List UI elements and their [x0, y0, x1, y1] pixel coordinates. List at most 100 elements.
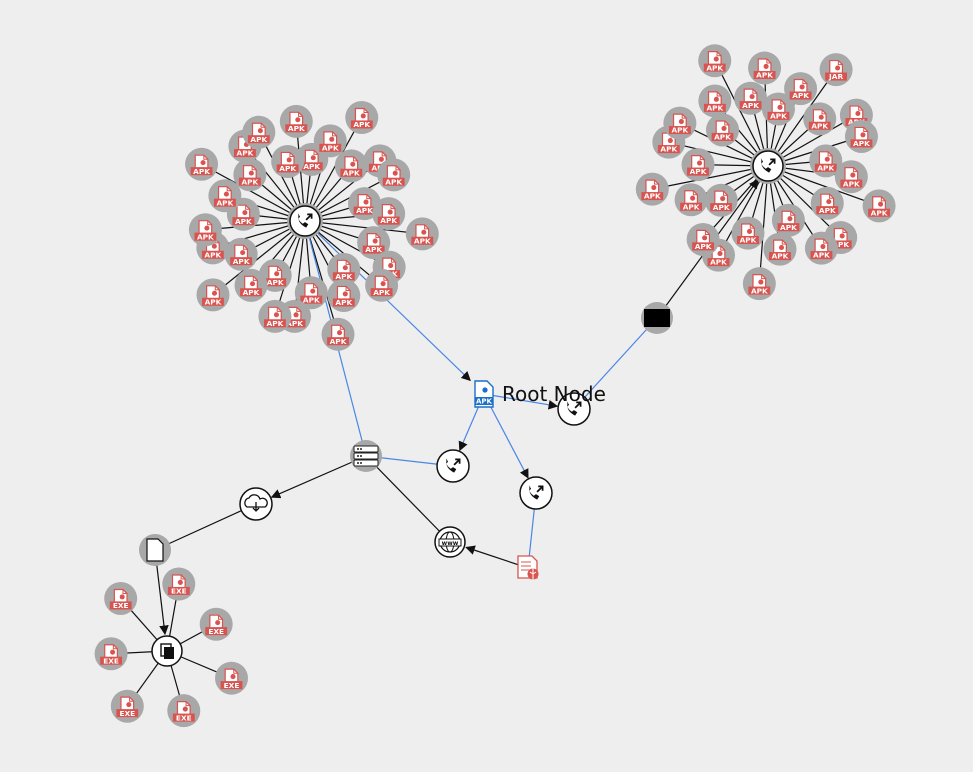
root-node[interactable]: APK Root Node [474, 380, 606, 408]
exe-cluster-leaf[interactable]: EXE [110, 689, 144, 723]
root-node-label: Root Node [502, 382, 606, 406]
file-icon: APK [240, 275, 262, 297]
left-apk-cluster-leaf[interactable]: APK [188, 213, 222, 247]
right-apk-cluster-leaf[interactable]: APK [681, 148, 715, 182]
server-node[interactable] [350, 440, 382, 472]
left-apk-cluster-leaf[interactable]: APK [224, 237, 258, 271]
right-apk-cluster-leaf[interactable]: APK [810, 186, 844, 220]
right-apk-cluster-leaf[interactable]: APK [771, 203, 805, 237]
right-apk-cluster-leaf[interactable]: APK [761, 92, 795, 126]
left-apk-cluster-leaf[interactable]: APK [271, 144, 305, 178]
right-apk-cluster-leaf[interactable]: APK [784, 72, 818, 106]
exe-cluster-leaf[interactable]: EXE [199, 607, 233, 641]
right-apk-cluster-leaf[interactable]: APK [844, 120, 878, 154]
right-hub-node[interactable] [750, 148, 786, 184]
black-box-node[interactable] [641, 302, 673, 334]
file-type-label: EXE [176, 713, 192, 722]
phone-call-icon [297, 213, 313, 228]
left-apk-cluster-leaf[interactable]: APK [405, 217, 439, 251]
left-apk-cluster-leaf[interactable]: APK [357, 226, 391, 260]
left-apk-cluster-leaf[interactable]: APK [233, 158, 267, 192]
left-apk-cluster-leaf[interactable]: APK [196, 278, 230, 312]
left-apk-cluster-leaf[interactable]: APK [208, 179, 242, 213]
exe-cluster-leaf[interactable]: EXE [215, 661, 249, 695]
file-type-label: APK [237, 149, 254, 158]
file-type-label: APK [204, 250, 221, 259]
file-type-label: APK [690, 167, 707, 176]
files-hub-node[interactable] [151, 635, 183, 667]
file-type-label: APK [706, 63, 723, 72]
left-apk-cluster-leaf[interactable]: APK [365, 268, 399, 302]
call-node-b[interactable] [519, 476, 553, 510]
left-apk-cluster-leaf[interactable]: APK [327, 279, 361, 313]
www-node[interactable]: www [434, 526, 466, 558]
call-node-a[interactable] [436, 449, 470, 483]
call-node-root[interactable] [557, 392, 591, 426]
file-icon: APK [692, 229, 715, 251]
left-apk-cluster-leaf[interactable]: APK [279, 104, 313, 138]
file-icon: APK [687, 155, 709, 176]
phone-call-icon [566, 401, 582, 416]
right-apk-cluster-leaf[interactable]: APK [698, 84, 732, 118]
left-hub-node[interactable] [287, 203, 323, 239]
left-apk-cluster-leaf[interactable]: APK [377, 158, 411, 192]
file-icon: APK [703, 91, 726, 113]
right-apk-cluster-leaf[interactable]: APK [731, 216, 765, 250]
left-apk-cluster-leaf[interactable]: APK [185, 147, 219, 181]
right-apk-cluster-leaf[interactable]: APK [804, 231, 838, 265]
file-type-label: APK [335, 298, 352, 307]
exe-cluster-leaf[interactable]: EXE [94, 637, 128, 671]
exe-cluster-leaf[interactable]: EXE [104, 582, 138, 616]
web-document-icon [517, 555, 539, 580]
file-type-label: APK [683, 202, 700, 211]
left-apk-cluster-leaf[interactable]: APK [372, 197, 406, 231]
right-apk-cluster-leaf[interactable]: APK [704, 183, 738, 217]
left-apk-cluster-leaf[interactable]: APK [334, 149, 368, 183]
exe-cluster-leaf[interactable]: EXE [167, 694, 201, 728]
edge-call-to-black-box [573, 317, 658, 410]
right-apk-cluster-leaf[interactable]: APK [686, 222, 720, 256]
right-apk-cluster-leaf[interactable]: APK [862, 189, 896, 223]
file-icon: EXE [172, 701, 195, 722]
file-type-label: APK [414, 236, 431, 245]
right-apk-cluster-leaf[interactable]: APK [748, 51, 782, 85]
right-apk-cluster-leaf[interactable]: APK [734, 81, 768, 115]
right-apk-cluster-leaf[interactable]: APK [706, 113, 740, 147]
nodes-layer: APKAPKAPKAPKAPKAPKAPKAPKAPKAPKAPKAPKAPKA… [94, 44, 896, 728]
right-apk-cluster-leaf[interactable]: APK [742, 267, 776, 301]
left-apk-cluster-leaf[interactable]: APK [321, 317, 355, 351]
right-apk-cluster-leaf[interactable]: APK [698, 44, 732, 78]
right-apk-cluster-leaf[interactable]: JAR [819, 53, 853, 87]
left-apk-cluster-leaf[interactable]: APK [258, 299, 292, 333]
file-type-label: APK [193, 167, 210, 176]
file-icon: APK [283, 306, 306, 328]
left-apk-cluster-leaf[interactable]: APK [327, 252, 361, 286]
left-apk-cluster-leaf[interactable]: APK [234, 268, 268, 302]
right-apk-cluster-leaf[interactable]: APK [834, 160, 868, 194]
left-apk-cluster-leaf[interactable]: APK [313, 124, 347, 158]
right-apk-cluster-leaf[interactable]: APK [803, 102, 837, 136]
web-report-node[interactable] [517, 555, 539, 580]
exe-cluster-leaf[interactable]: EXE [162, 567, 196, 601]
cluster-edge [758, 165, 769, 284]
file-type-label: APK [819, 206, 836, 215]
left-apk-cluster-leaf[interactable]: APK [242, 115, 276, 149]
globe-www-icon: www [438, 531, 462, 553]
right-apk-cluster-leaf[interactable]: APK [663, 106, 697, 140]
right-apk-cluster-leaf[interactable]: APK [635, 172, 669, 206]
left-apk-cluster-leaf[interactable]: APK [345, 101, 379, 135]
file-type-label: APK [267, 319, 284, 328]
phone-call-icon [445, 458, 461, 473]
left-apk-cluster-leaf[interactable]: APK [294, 276, 328, 310]
file-type-label: APK [660, 145, 677, 154]
file-type-label: APK [714, 133, 731, 142]
apk-file-icon: APK [474, 380, 494, 408]
file-icon: APK [808, 109, 831, 130]
document-node[interactable] [139, 534, 171, 566]
cloud-download-node[interactable] [239, 487, 273, 521]
right-apk-cluster-leaf[interactable]: APK [809, 144, 843, 178]
file-type-label: APK [197, 232, 214, 241]
right-apk-cluster-leaf[interactable]: APK [763, 232, 797, 266]
file-type-label: APK [770, 112, 787, 121]
right-apk-cluster-leaf[interactable]: APK [674, 183, 708, 217]
